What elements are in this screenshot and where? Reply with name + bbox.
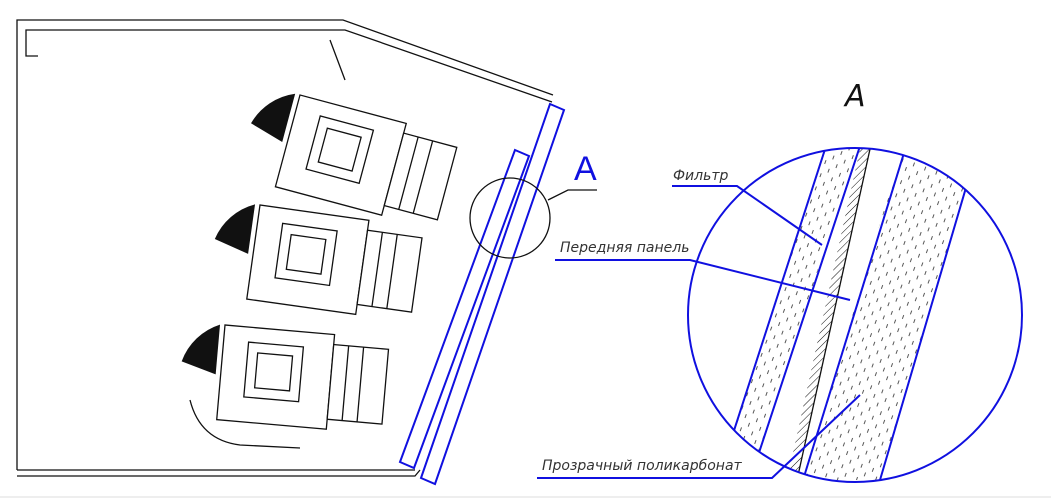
polycarbonate-label: Прозрачный поликарбонат	[542, 458, 743, 474]
front-panel-label: Передняя панель	[560, 240, 689, 256]
lamp-unit-3	[181, 324, 390, 430]
lamp-units	[181, 39, 458, 449]
detail-marker-a: A	[469, 150, 597, 259]
callout-polycarbonate: Прозрачный поликарбонат	[537, 394, 861, 479]
enclosure-outline	[16, 19, 554, 477]
lamp-unit-2	[214, 204, 423, 316]
front-panel	[419, 102, 566, 486]
filter-label: Фильтр	[673, 168, 729, 184]
filter-panel	[398, 148, 531, 470]
detail-marker-label: A	[574, 150, 597, 188]
detail-circle	[687, 147, 1023, 483]
callout-front-panel: Передняя панель	[555, 240, 851, 301]
filter-layer	[718, 148, 860, 480]
callout-filter: Фильтр	[672, 168, 823, 246]
front-panel-layer	[787, 148, 872, 480]
lamp-unit-1	[251, 93, 458, 221]
detail-title: A	[843, 79, 866, 114]
detail-view-a: A	[687, 79, 1023, 483]
polycarbonate-layer	[803, 148, 980, 480]
front-panel-assembly	[398, 102, 566, 486]
